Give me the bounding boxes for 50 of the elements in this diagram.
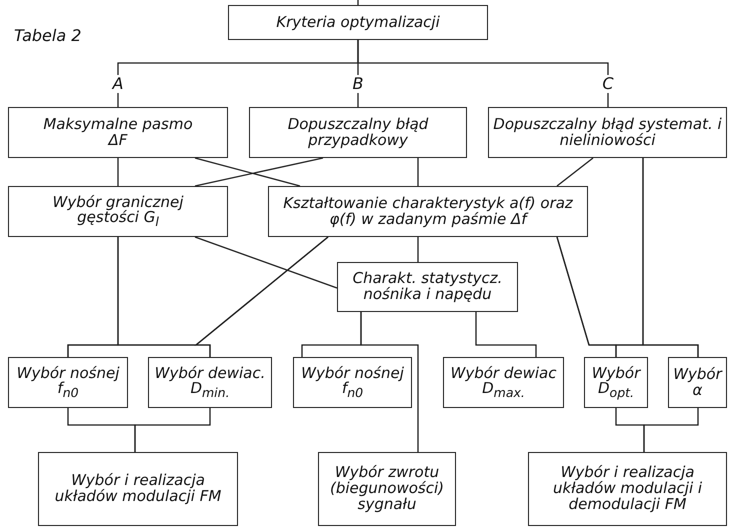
box-text: Kryteria optymalizacji <box>276 14 440 30</box>
connector-line <box>643 408 699 452</box>
box-text: Wybór i realizacja układów modulacji i demodulacji FM <box>552 465 704 513</box>
connector-line <box>360 312 419 452</box>
table-caption: Tabela 2 <box>14 26 82 45</box>
process-box <box>8 357 128 408</box>
connector-line <box>194 157 324 187</box>
edge-label: B <box>350 75 366 93</box>
edge-label: A <box>110 75 126 93</box>
connector-line <box>475 312 537 357</box>
box-text: Dopuszczalny błąd systemat. i nieliniowości <box>492 116 722 148</box>
box-text: Wybór α <box>672 366 724 398</box>
box-text: Charakt. statystycz. nośnika i napędu <box>352 271 504 303</box>
connector-line <box>134 408 211 452</box>
process-box <box>38 452 238 526</box>
process-box <box>249 107 467 158</box>
connector-line <box>357 40 609 107</box>
connector-line <box>194 157 300 187</box>
connector-line <box>556 157 594 187</box>
connector-line <box>556 236 699 357</box>
process-box <box>488 107 727 158</box>
connector-line <box>194 236 328 357</box>
process-box <box>584 357 648 408</box>
box-text: Wybór granicznej gęstości G$_{l}$ <box>52 194 184 228</box>
process-box <box>318 452 456 526</box>
process-box <box>443 357 564 408</box>
connector-line <box>417 237 419 262</box>
process-box <box>268 186 588 237</box>
process-box <box>293 357 412 408</box>
connector-line <box>194 236 338 289</box>
process-box <box>8 107 228 158</box>
process-box <box>337 262 518 312</box>
box-text: Wybór i realizacja układów modulacji FM <box>54 473 222 505</box>
box-text: Maksymalne pasmo ΔF <box>42 116 194 148</box>
box-text: Wybór dewiac D$_{max.}$ <box>450 366 558 400</box>
box-text: Wybór nośnej f$_{n0}$ <box>300 366 405 400</box>
box-text: Wybór nośnej f$_{n0}$ <box>16 366 120 400</box>
box-text: Wybór zwrotu (biegunowości) sygnału <box>328 465 445 513</box>
process-box <box>8 186 228 237</box>
process-box <box>528 452 727 526</box>
box-text: Dopuszczalny błąd przypadkowy <box>286 116 430 148</box>
process-box <box>148 357 272 408</box>
box-text: Wybór dewiac. D$_{min.}$ <box>154 366 266 400</box>
box-text: Kształtowanie charakterystyk a(f) oraz φ(f) w zadanym paśmie Δf <box>282 196 574 228</box>
connector-line <box>117 158 119 186</box>
process-box <box>668 357 727 408</box>
process-box <box>228 5 488 40</box>
edge-label: C <box>600 75 616 93</box>
box-text: Wybór D$_{opt.}$ <box>590 366 642 400</box>
connector-line <box>417 158 419 186</box>
